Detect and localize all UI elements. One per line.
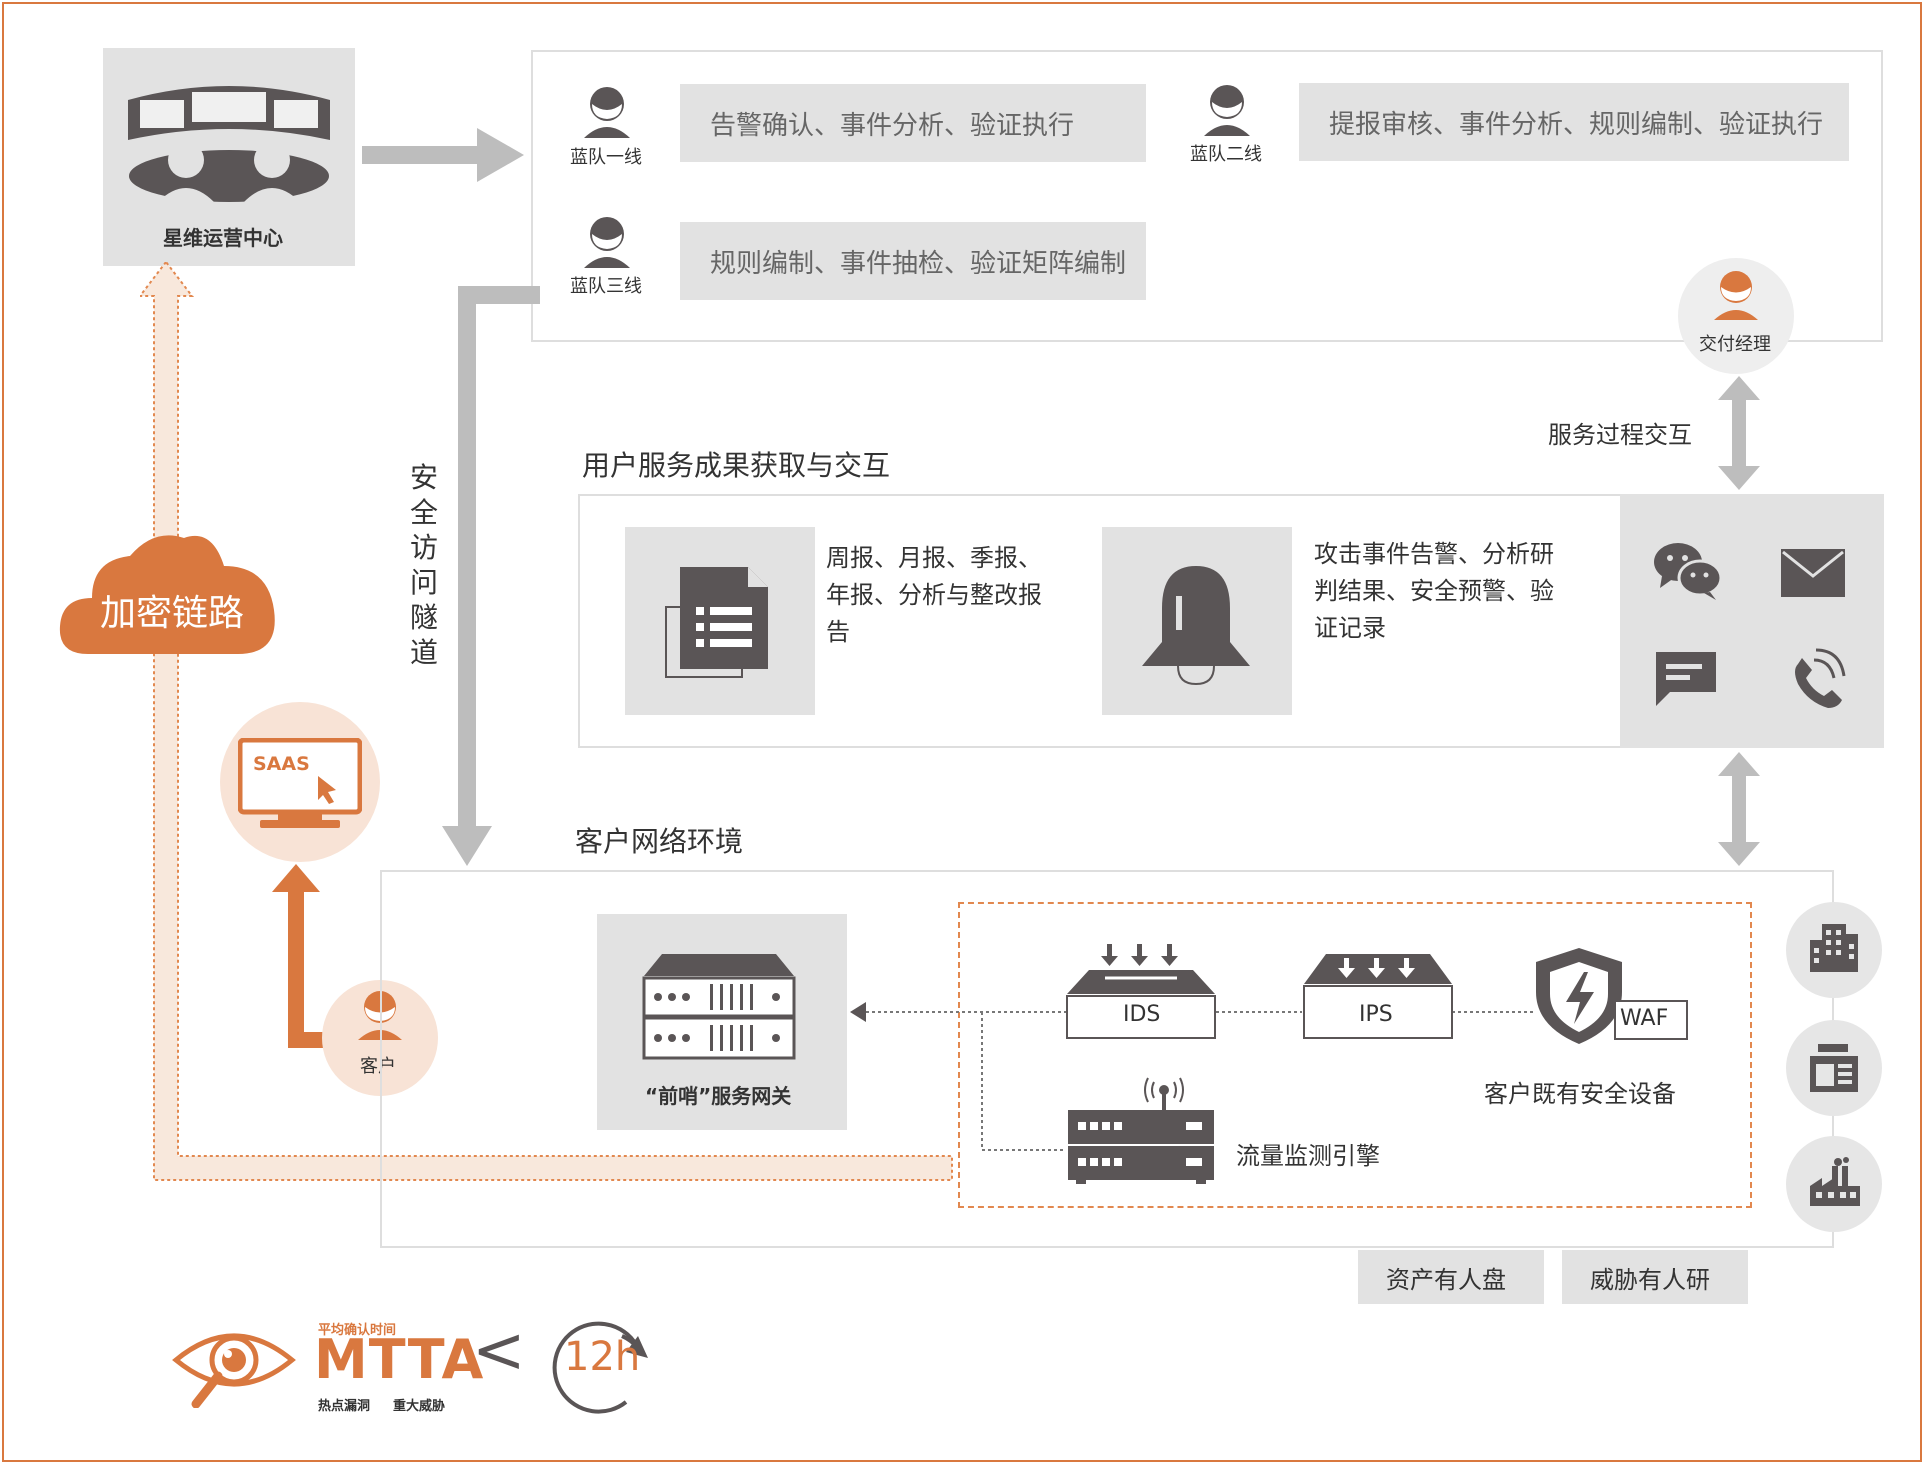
document-icon [665,567,768,678]
ids-label: IDS [1123,1002,1161,1027]
device-connectors [850,1002,1536,1151]
channels-box [1620,494,1884,748]
interaction-label: 服务过程交互 [1548,421,1692,449]
ips-label: IPS [1359,1002,1393,1027]
tunnel-arrow [442,286,540,866]
waf-label: WAF [1620,1006,1669,1031]
team-line2-label: 蓝队二线 [1190,144,1262,165]
cloud-icon [59,535,275,654]
tag-threats: 威胁有人研 [1562,1250,1748,1304]
gateway-server-icon [642,954,796,1060]
double-arrow-vertical [1718,752,1760,866]
person-icon [1204,85,1250,136]
network-title: 客户网络环境 [575,825,744,858]
traffic-engine-icon [1068,1077,1214,1184]
ids-device-icon [1066,944,1216,1039]
person-icon [584,87,630,138]
mtta-value: 12h [564,1334,641,1380]
mtta-label: MTTA [314,1328,485,1391]
mtta-caption-hot: 热点漏洞 [318,1399,371,1414]
mtta-less-than: < [472,1314,526,1388]
eye-magnifier-icon [172,1333,296,1408]
clock-cycle-icon [552,1321,648,1414]
manager-label: 交付经理 [1699,334,1771,355]
traffic-engine-label: 流量监测引擎 [1236,1142,1380,1170]
waf-shield-icon [1536,948,1622,1044]
reports-text-line2: 年报、分析与整改报 [826,581,1042,609]
mtta-caption-threat: 重大威胁 [393,1399,446,1414]
security-devices-area [958,902,1752,1208]
team-line3-duties: 规则编制、事件抽检、验证矩阵编制 [680,222,1146,300]
factory-icon [1810,1157,1860,1206]
gateway-label: “前哨”服务网关 [645,1084,792,1108]
user-service-title: 用户服务成果获取与交互 [582,449,891,482]
saas-label: SAAS [253,753,310,775]
team-line2-duties: 提报审核、事件分析、规则编制、验证执行 [1299,83,1849,161]
customer-label: 客户 [360,1056,396,1077]
wechat-icon [1654,543,1723,600]
phone-icon [1795,648,1846,708]
alerts-text-line1: 攻击事件告警、分析研 [1314,540,1554,568]
existing-devices-label: 客户既有安全设备 [1484,1080,1676,1108]
encrypted-link-path [140,262,953,1181]
double-arrow-vertical [1718,376,1760,490]
manager-icon [1714,271,1758,320]
team-line3-label: 蓝队三线 [570,276,642,297]
customer-icon [358,991,402,1040]
team-line1-label: 蓝队一线 [570,147,642,168]
team-line1-duties: 告警确认、事件分析、验证执行 [680,84,1146,162]
waf-badge [1614,1000,1688,1040]
alerts-text-line2: 判结果、安全预警、验 [1314,577,1554,605]
ips-device-icon [1303,954,1453,1039]
store-building-icon [1810,1044,1858,1092]
arrow-right-gray [362,128,524,182]
encrypt-label: 加密链路 [100,593,245,634]
ops-center-label: 星维运营中心 [163,226,283,250]
message-icon [1656,652,1716,706]
bell-icon [1142,566,1250,686]
mtta-subtitle: 平均确认时间 [318,1323,397,1338]
monitor-wall-icon [128,86,330,202]
office-building-icon [1810,924,1858,972]
reports-text-line3: 告 [826,618,850,646]
person-icon [584,217,630,268]
tunnel-label: 安 全 访 问 隧 道 [409,461,438,669]
reports-text-line1: 周报、月报、季报、 [826,544,1042,572]
tag-assets: 资产有人盘 [1358,1250,1544,1304]
alerts-text-line3: 证记录 [1314,614,1386,642]
mail-icon [1781,549,1845,597]
saas-monitor-icon [238,738,362,828]
